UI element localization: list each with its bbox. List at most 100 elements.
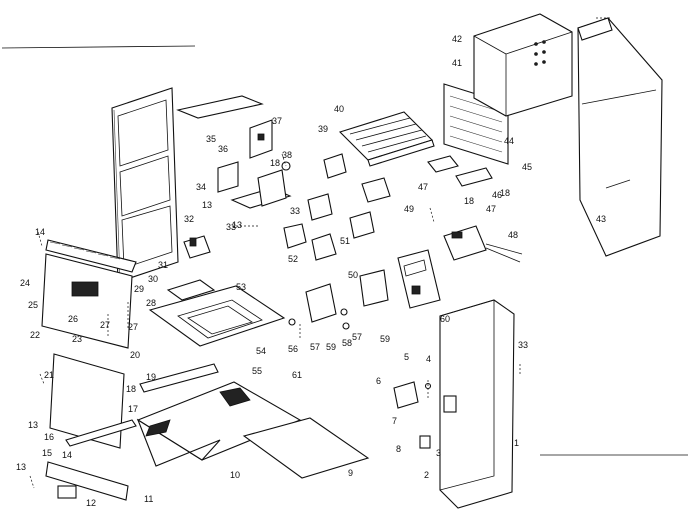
callout-label: 39 <box>318 124 328 134</box>
callout-label: 29 <box>134 284 144 294</box>
callout-label: 33 <box>226 222 236 232</box>
callout-label: 30 <box>148 274 158 284</box>
callout-label: 34 <box>196 182 206 192</box>
callout-label: 11 <box>144 494 153 504</box>
callout-label: 45 <box>522 162 532 172</box>
callout-label: 31 <box>158 260 168 270</box>
callout-label: 18 <box>126 384 136 394</box>
callout-label: 41 <box>452 58 462 68</box>
callout-label: 33 <box>518 340 528 350</box>
callout-label: 58 <box>342 338 352 348</box>
callout-label: 8 <box>396 444 401 454</box>
callout-label: 4 <box>426 354 431 364</box>
callout-label: 57 <box>310 342 320 352</box>
transformer-48 <box>443 225 523 263</box>
callout-label: 44 <box>504 136 514 146</box>
callout-label: 12 <box>86 498 96 508</box>
lower-strip <box>65 419 137 447</box>
callout-label: 52 <box>288 254 298 264</box>
bracket-34 <box>217 161 239 193</box>
callout-label: 2 <box>424 470 429 480</box>
callout-label: 13 <box>202 200 212 210</box>
callout-label: 56 <box>288 344 298 354</box>
burner-assembly <box>338 111 435 167</box>
filter-bracket <box>45 461 129 501</box>
callout-label: 25 <box>28 300 38 310</box>
callout-label: 59 <box>326 342 336 352</box>
burner-base-plate <box>148 279 286 347</box>
callout-label: 37 <box>272 116 282 126</box>
callout-label: 5 <box>404 352 409 362</box>
callout-label: 24 <box>20 278 30 288</box>
bracket-37 <box>249 119 273 159</box>
callout-label: 47 <box>486 204 496 214</box>
callout-labels: 1234567891011121313131314141516171818181… <box>16 34 606 508</box>
callout-label: 53 <box>236 282 246 292</box>
callout-label: 59 <box>380 334 390 344</box>
callout-label: 26 <box>68 314 78 324</box>
callout-label: 15 <box>42 448 52 458</box>
callout-label: 33 <box>290 206 300 216</box>
callout-label: 36 <box>218 144 228 154</box>
callout-label: 48 <box>508 230 518 240</box>
callout-label: 19 <box>146 372 156 382</box>
callout-label: 49 <box>404 204 414 214</box>
callout-label: 43 <box>596 214 606 224</box>
callout-label: 40 <box>334 104 344 114</box>
control-box-32 <box>183 235 211 259</box>
callout-label: 16 <box>44 432 54 442</box>
callout-label: 10 <box>230 470 240 480</box>
callout-label: 18 <box>270 158 280 168</box>
header-rule <box>1 45 196 49</box>
bottom-rail <box>139 363 219 393</box>
rear-panel <box>111 87 179 283</box>
callout-label: 7 <box>392 416 397 426</box>
bracket-46 <box>455 167 493 187</box>
callout-label: 32 <box>184 214 194 224</box>
lower-door <box>49 353 125 449</box>
front-door <box>439 299 515 509</box>
callout-label: 51 <box>340 236 350 246</box>
callout-label: 14 <box>35 227 45 237</box>
callout-label: 1 <box>514 438 519 448</box>
valve-bracket <box>257 169 287 207</box>
callout-label: 17 <box>128 404 138 414</box>
callout-label: 54 <box>256 346 266 356</box>
front-access-panel <box>41 239 137 349</box>
callout-label: 38 <box>282 150 292 160</box>
side-panel-43 <box>577 17 663 257</box>
callout-label: 22 <box>30 330 40 340</box>
relay-60 <box>397 249 441 309</box>
callout-label: 57 <box>352 332 362 342</box>
callout-label: 47 <box>418 182 428 192</box>
callout-label: 42 <box>452 34 462 44</box>
callout-label: 13 <box>16 462 26 472</box>
callout-label: 55 <box>252 366 262 376</box>
bracket-47a <box>427 155 459 173</box>
floor-plate <box>242 417 370 479</box>
callout-label: 46 <box>492 190 502 200</box>
callout-label: 27 <box>128 322 138 332</box>
callout-label: 6 <box>376 376 381 386</box>
callout-label: 20 <box>130 350 140 360</box>
callout-label: 23 <box>72 334 82 344</box>
cabinet-back <box>473 13 573 117</box>
switch-plate-5 <box>393 381 419 409</box>
callout-label: 21 <box>44 370 54 380</box>
plug-2 <box>419 435 431 449</box>
manifold-49 <box>361 177 391 203</box>
callout-label: 60 <box>440 314 450 324</box>
callout-label: 14 <box>62 450 72 460</box>
callout-label: 28 <box>146 298 156 308</box>
callout-label: 35 <box>206 134 216 144</box>
callout-label: 18 <box>500 188 510 198</box>
callout-label: 18 <box>464 196 474 206</box>
switch-cluster <box>283 193 389 330</box>
callout-label: 27 <box>100 320 110 330</box>
callout-label: 61 <box>292 370 302 380</box>
top-strip <box>176 95 264 119</box>
callout-label: 9 <box>348 468 353 478</box>
callout-label: 50 <box>348 270 358 280</box>
